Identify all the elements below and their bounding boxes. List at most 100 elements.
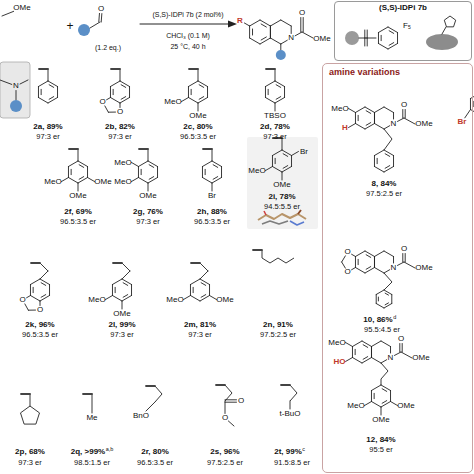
bond xyxy=(225,402,237,403)
condition-text: CHCl₃ (0.1 M) xyxy=(166,32,210,39)
bond xyxy=(122,301,123,309)
bond xyxy=(209,285,210,296)
bond xyxy=(275,69,276,81)
bond xyxy=(355,251,365,257)
bond xyxy=(266,167,273,171)
bond xyxy=(364,30,365,38)
bond xyxy=(371,358,381,364)
bond xyxy=(377,158,378,163)
bond xyxy=(384,150,394,156)
bond xyxy=(198,98,208,104)
footnote-mark: a,b xyxy=(106,447,114,453)
bond xyxy=(276,97,281,100)
bond xyxy=(404,262,415,268)
bond xyxy=(264,211,266,215)
compound-yield: 2h, 88% xyxy=(197,208,227,216)
atom-label: OMe xyxy=(69,192,86,200)
bond xyxy=(374,113,375,124)
bond xyxy=(366,267,371,270)
bond xyxy=(199,85,204,88)
bond xyxy=(385,303,388,305)
bond xyxy=(107,98,111,100)
bond xyxy=(265,81,275,87)
atom-label: OMe xyxy=(273,181,290,189)
atom-label: OMe xyxy=(189,112,206,120)
bond xyxy=(366,255,371,258)
compound-yield: 2g, 76% xyxy=(133,208,163,216)
bond xyxy=(253,249,262,251)
bond xyxy=(355,113,356,124)
bond xyxy=(189,68,198,70)
bond xyxy=(272,156,273,167)
bond xyxy=(250,20,260,26)
bond xyxy=(393,257,394,264)
bond xyxy=(113,262,122,264)
general-structure-box xyxy=(0,62,30,118)
bond xyxy=(352,358,362,364)
bond xyxy=(62,178,69,182)
bond xyxy=(374,107,384,113)
bond xyxy=(470,99,471,110)
bond xyxy=(138,178,148,184)
bond xyxy=(120,69,121,81)
node-heading: amine variations xyxy=(329,68,466,78)
bond xyxy=(378,27,388,33)
bond xyxy=(108,112,115,113)
bond xyxy=(405,110,406,119)
bond xyxy=(78,161,88,167)
bond xyxy=(155,386,162,402)
bond xyxy=(83,393,92,395)
atom-label: MeO xyxy=(331,105,348,113)
atom-label: O xyxy=(98,5,104,13)
bond xyxy=(112,296,122,302)
bond xyxy=(225,401,226,414)
atom-label: Br xyxy=(300,148,308,156)
bond xyxy=(106,296,113,300)
bond xyxy=(68,167,69,178)
bond xyxy=(291,26,292,34)
bond xyxy=(200,296,210,302)
bond xyxy=(381,407,382,415)
compound-yield: 2n, 91% xyxy=(263,321,293,329)
bond xyxy=(352,347,353,358)
bond xyxy=(365,124,375,130)
bond xyxy=(191,89,192,94)
bond xyxy=(49,285,50,296)
bond xyxy=(384,270,390,273)
bond xyxy=(282,172,283,180)
bond xyxy=(0,80,12,84)
compound-yield: 2t, 99% xyxy=(274,448,302,456)
bond xyxy=(295,32,302,36)
atom-label: Br xyxy=(208,192,216,200)
bond xyxy=(121,85,126,88)
bond xyxy=(78,149,79,161)
bond xyxy=(342,256,346,262)
condition-text: (S,S)-IDPi 7b (2 mol%) xyxy=(152,11,223,18)
bond xyxy=(27,296,31,298)
bond xyxy=(346,358,353,362)
bond xyxy=(212,178,222,184)
bond xyxy=(381,363,388,385)
bond xyxy=(20,80,28,84)
compound-yield: 2c, 80% xyxy=(183,123,212,131)
bond xyxy=(105,106,108,112)
compound-yield: 8, 84% xyxy=(372,180,397,188)
bond xyxy=(272,167,282,173)
bond xyxy=(280,44,281,50)
compound-yield: 2r, 80% xyxy=(141,448,169,456)
bond xyxy=(444,16,455,27)
bond xyxy=(201,295,206,298)
bond xyxy=(129,87,130,98)
enantiomeric-ratio: 95:5 er xyxy=(369,446,392,454)
catalyst-group xyxy=(345,31,359,45)
bond xyxy=(385,154,390,157)
compound-yield: 2q, >99% xyxy=(71,448,105,456)
bond xyxy=(367,38,368,46)
crystal-box xyxy=(247,137,318,229)
compound-yield: 2m, 81% xyxy=(184,321,216,329)
bond xyxy=(402,110,403,119)
bond xyxy=(382,401,387,404)
bond xyxy=(378,33,379,44)
bond xyxy=(292,152,299,156)
bond xyxy=(284,87,285,98)
